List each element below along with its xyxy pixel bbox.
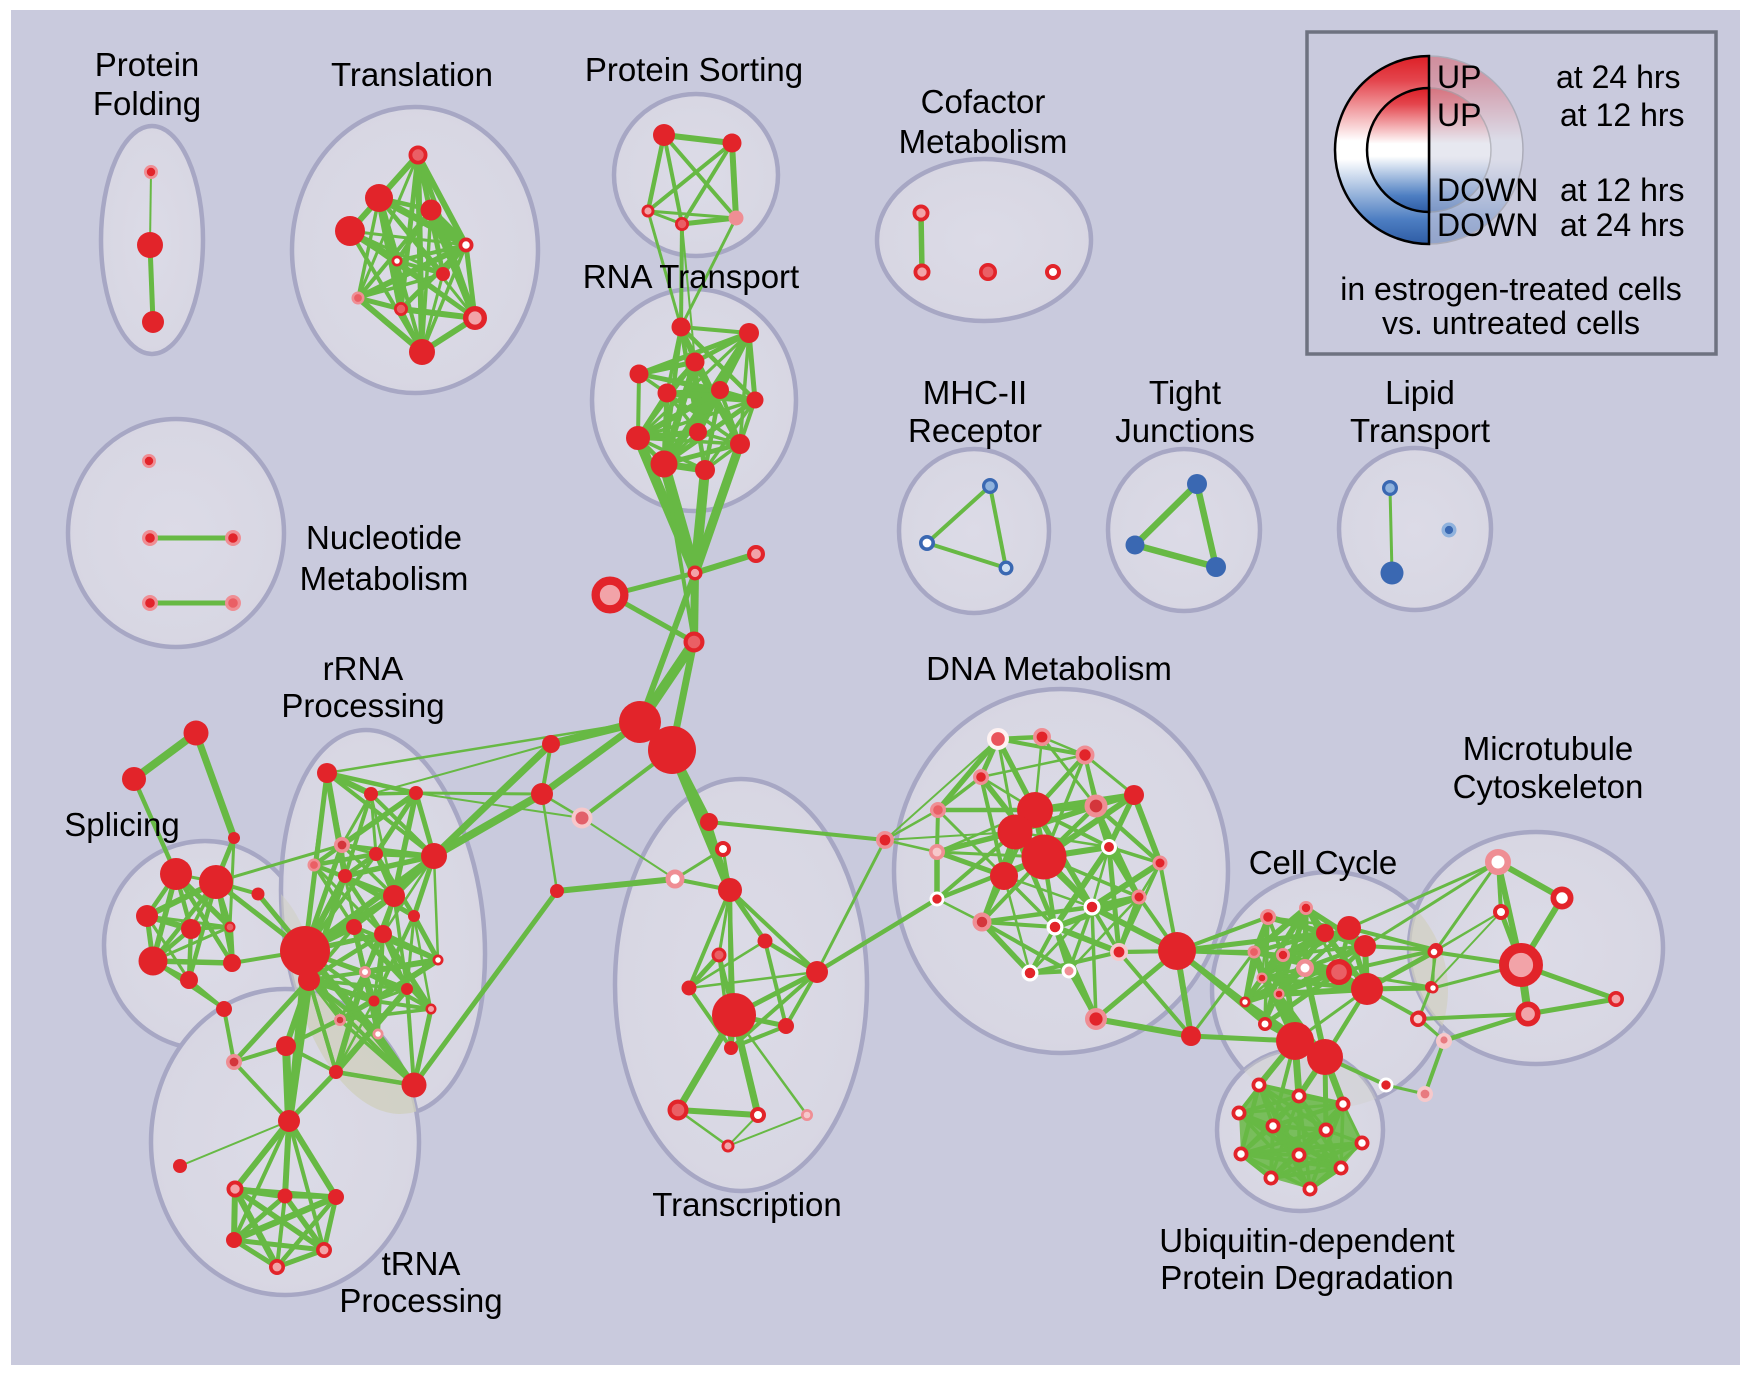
svg-text:Metabolism: Metabolism [300,560,469,597]
svg-text:Junctions: Junctions [1115,412,1254,449]
svg-text:tRNA: tRNA [382,1245,461,1282]
svg-text:Transport: Transport [1350,412,1490,449]
svg-text:Folding: Folding [93,85,201,122]
svg-text:Transcription: Transcription [652,1186,842,1223]
svg-text:Metabolism: Metabolism [899,123,1068,160]
svg-text:UP: UP [1437,97,1481,133]
svg-text:Cofactor: Cofactor [921,83,1046,120]
svg-text:Lipid: Lipid [1385,374,1455,411]
svg-text:Protein Sorting: Protein Sorting [585,51,803,88]
svg-text:DOWN: DOWN [1437,172,1538,208]
svg-text:UP: UP [1437,59,1481,95]
svg-text:Nucleotide: Nucleotide [306,519,462,556]
svg-text:at 24 hrs: at 24 hrs [1560,207,1685,243]
svg-text:DNA Metabolism: DNA Metabolism [926,650,1172,687]
svg-text:MHC-II: MHC-II [923,374,1027,411]
svg-text:at 12 hrs: at 12 hrs [1560,97,1685,133]
svg-text:Cytoskeleton: Cytoskeleton [1453,768,1644,805]
svg-text:in estrogen-treated cells: in estrogen-treated cells [1340,271,1682,307]
svg-text:Splicing: Splicing [64,806,180,843]
svg-text:Protein: Protein [95,46,200,83]
svg-text:DOWN: DOWN [1437,207,1538,243]
svg-text:Microtubule: Microtubule [1463,730,1634,767]
svg-text:Translation: Translation [331,56,493,93]
svg-text:at 12 hrs: at 12 hrs [1560,172,1685,208]
svg-text:vs. untreated cells: vs. untreated cells [1382,305,1640,341]
svg-text:Cell Cycle: Cell Cycle [1249,844,1398,881]
svg-text:Processing: Processing [281,687,444,724]
svg-text:Processing: Processing [339,1282,502,1319]
svg-text:Tight: Tight [1149,374,1221,411]
svg-text:at 24 hrs: at 24 hrs [1556,59,1681,95]
svg-text:Receptor: Receptor [908,412,1042,449]
svg-text:rRNA: rRNA [323,650,404,687]
svg-text:Protein Degradation: Protein Degradation [1160,1259,1454,1296]
svg-text:RNA Transport: RNA Transport [583,258,799,295]
svg-text:Ubiquitin-dependent: Ubiquitin-dependent [1159,1222,1454,1259]
